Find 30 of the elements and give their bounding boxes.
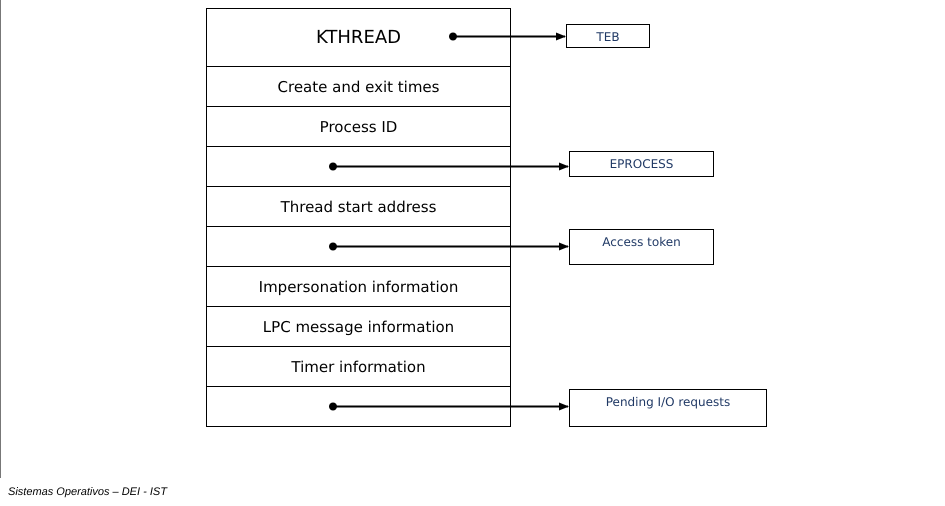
- structure-name: Access token: [602, 235, 681, 249]
- structure-box: [569, 389, 767, 427]
- structure-name: TEB: [596, 30, 620, 44]
- footer-text: Sistemas Operativos – DEI - IST: [8, 486, 167, 498]
- structure-box: [569, 229, 714, 265]
- structure-box: [566, 24, 650, 48]
- empty-table-row: [206, 146, 511, 187]
- table-row: [206, 186, 511, 227]
- pointer-arrow: [329, 162, 569, 170]
- table-header-cell: [206, 8, 511, 67]
- table-row: [206, 346, 511, 387]
- field-label: Thread start address: [280, 198, 436, 216]
- structure-name: EPROCESS: [610, 157, 674, 171]
- pointer-arrow: [329, 242, 569, 250]
- pointer-arrow: [329, 402, 569, 410]
- table-row: [206, 106, 511, 147]
- structure-name: Pending I/O requests: [606, 395, 730, 409]
- empty-table-row: [206, 386, 511, 427]
- table-row: [206, 266, 511, 307]
- field-label: LPC message information: [262, 318, 454, 336]
- field-label: Create and exit times: [278, 78, 440, 96]
- empty-table-row: [206, 226, 511, 267]
- field-label: Process ID: [320, 118, 398, 136]
- field-label: Impersonation information: [258, 278, 458, 296]
- table-row: [206, 66, 511, 107]
- field-label: Timer information: [291, 358, 426, 376]
- field-label: KTHREAD: [316, 27, 401, 48]
- table-row: [206, 306, 511, 347]
- structure-box: [569, 151, 714, 177]
- pointer-arrow: [449, 32, 566, 40]
